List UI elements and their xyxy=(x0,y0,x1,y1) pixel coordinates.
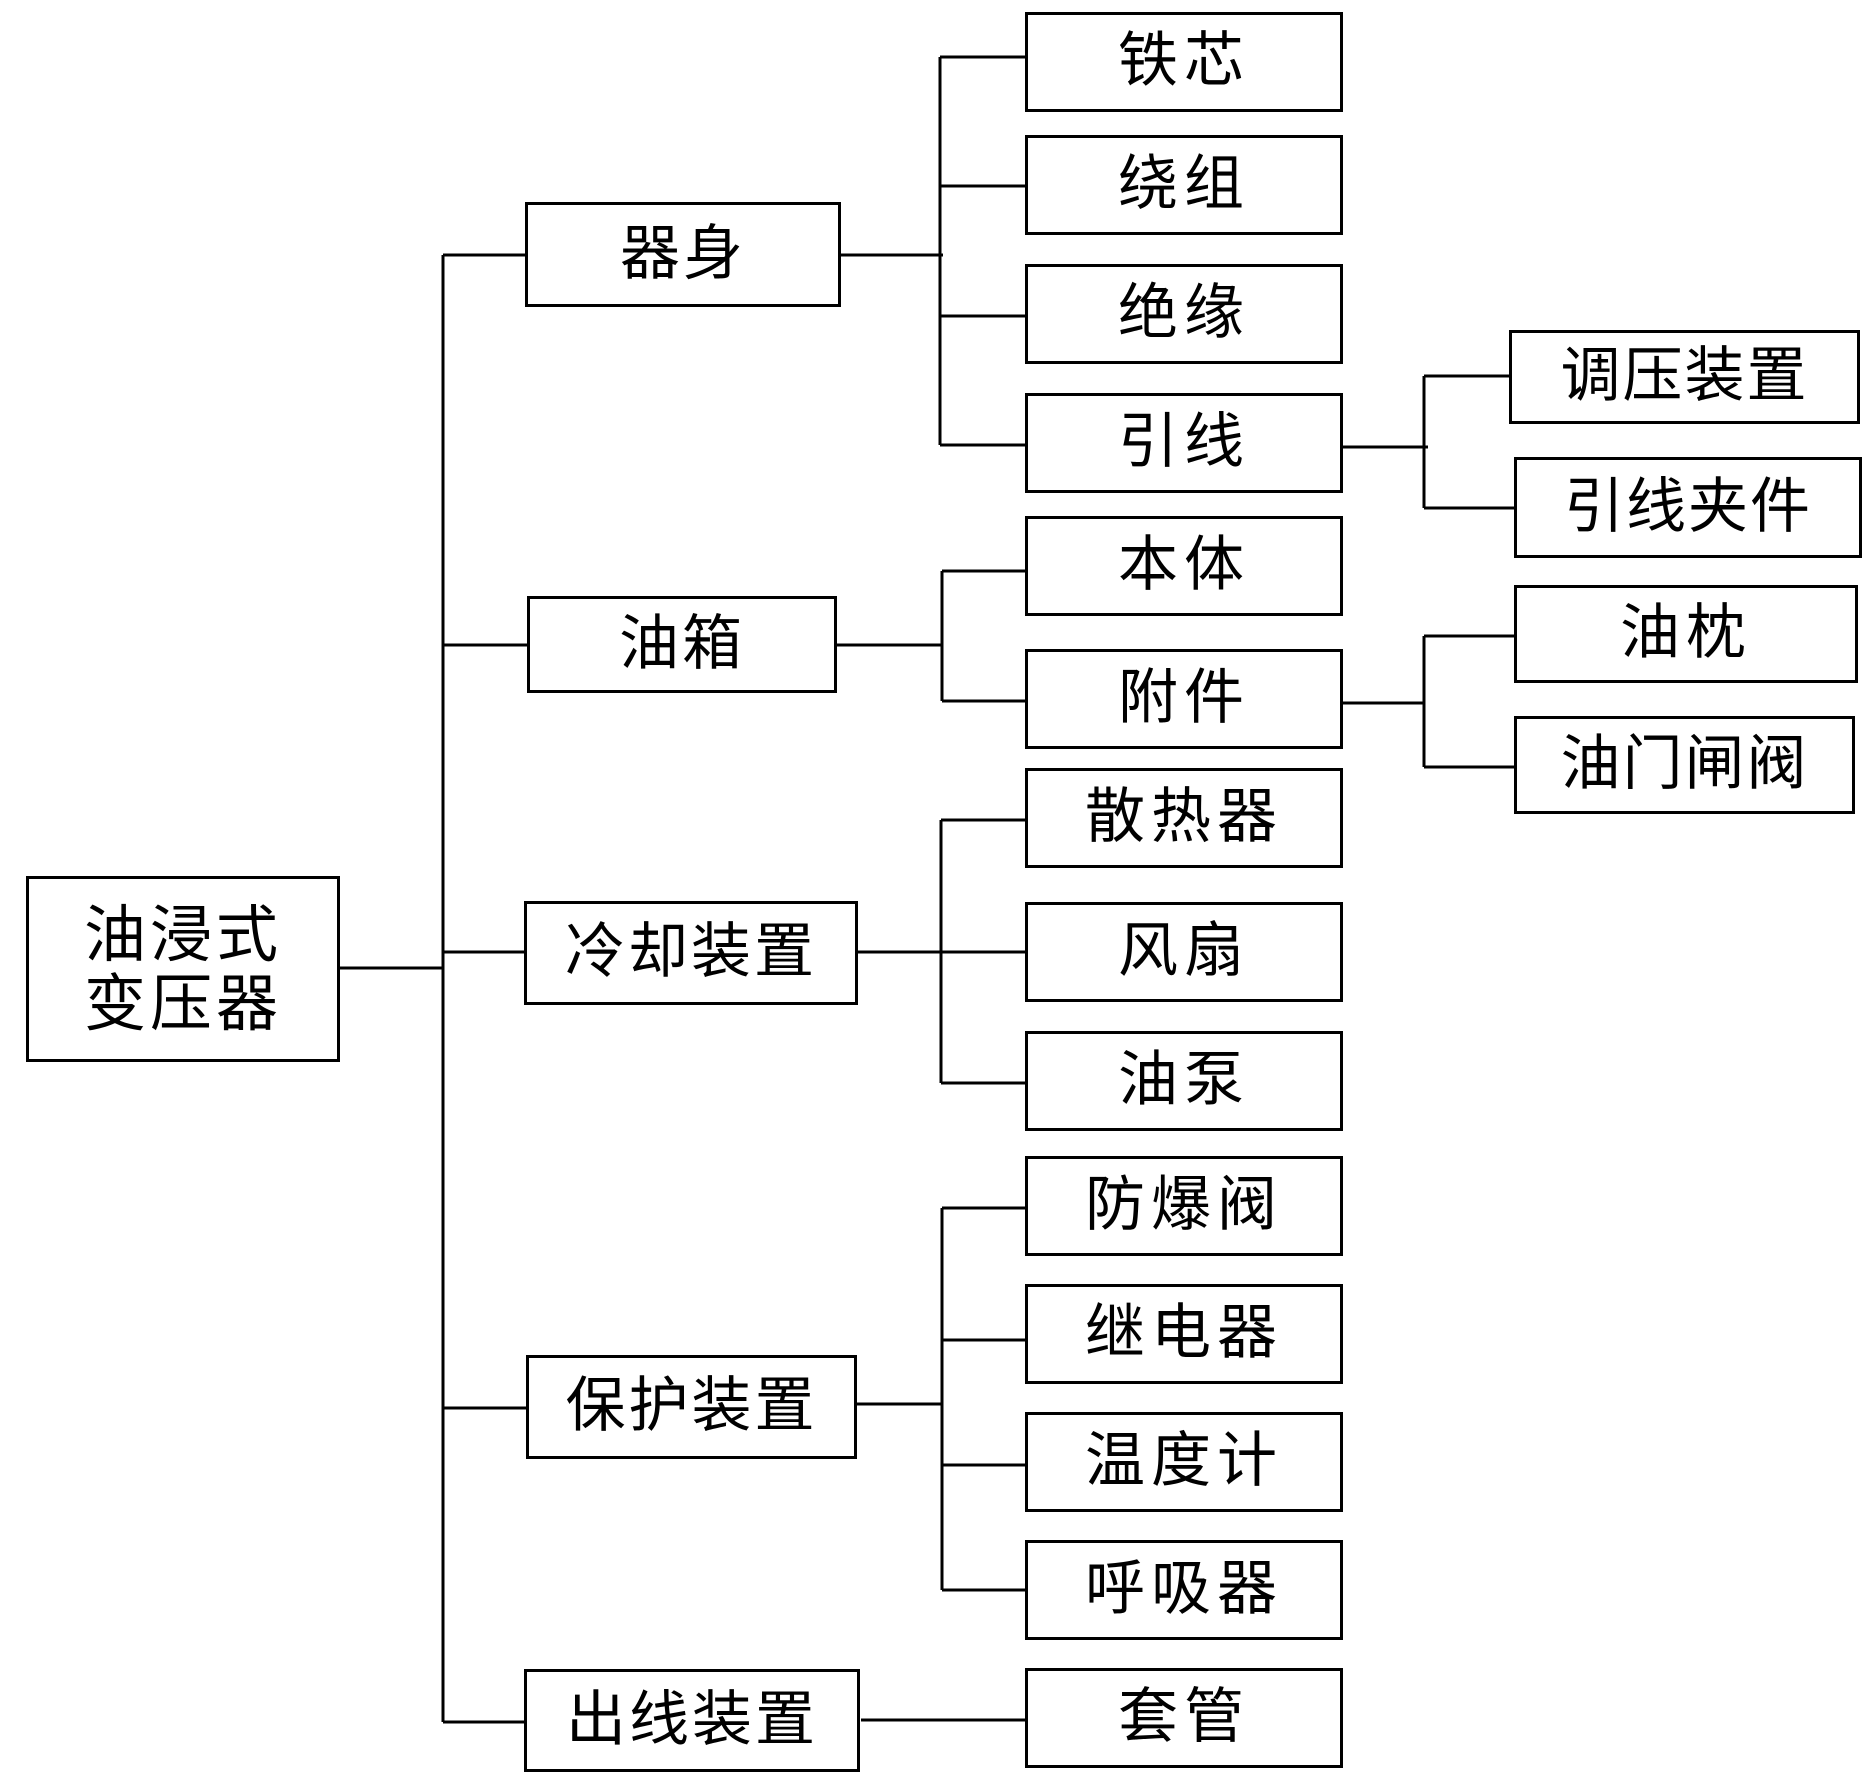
node-breather: 呼吸器 xyxy=(1025,1540,1343,1640)
node-lead-clamp: 引线夹件 xyxy=(1514,457,1862,558)
node-accessories: 附件 xyxy=(1025,649,1343,749)
node-lead: 引线 xyxy=(1025,393,1343,493)
node-oil-pump: 油泵 xyxy=(1025,1031,1343,1131)
node-insulation: 绝缘 xyxy=(1025,264,1343,364)
node-tank: 油箱 xyxy=(527,596,837,693)
node-bushing: 套管 xyxy=(1025,1668,1343,1768)
node-oil-gate-valve: 油门闸阀 xyxy=(1514,716,1855,814)
root-node-text: 油浸式 变压器 xyxy=(83,897,282,1040)
node-thermometer: 温度计 xyxy=(1025,1412,1343,1512)
node-core: 铁芯 xyxy=(1025,12,1343,112)
node-tap-changer: 调压装置 xyxy=(1509,330,1860,424)
node-relay: 继电器 xyxy=(1025,1284,1343,1384)
node-explosion-proof-valve: 防爆阀 xyxy=(1025,1156,1343,1256)
node-winding: 绕组 xyxy=(1025,135,1343,235)
node-fan: 风扇 xyxy=(1025,902,1343,1002)
node-conservator: 油枕 xyxy=(1514,585,1858,683)
node-cooling-device: 冷却装置 xyxy=(524,901,858,1005)
root-node-oil-immersed-transformer: 油浸式 变压器 xyxy=(26,876,340,1062)
node-tank-main: 本体 xyxy=(1025,516,1343,616)
node-outlet-device: 出线装置 xyxy=(524,1669,860,1772)
node-protection-device: 保护装置 xyxy=(526,1355,857,1459)
root-node-line2: 变压器 xyxy=(83,967,282,1040)
node-radiator: 散热器 xyxy=(1025,768,1343,868)
root-node-line1: 油浸式 xyxy=(83,897,282,971)
node-body: 器身 xyxy=(525,202,841,307)
